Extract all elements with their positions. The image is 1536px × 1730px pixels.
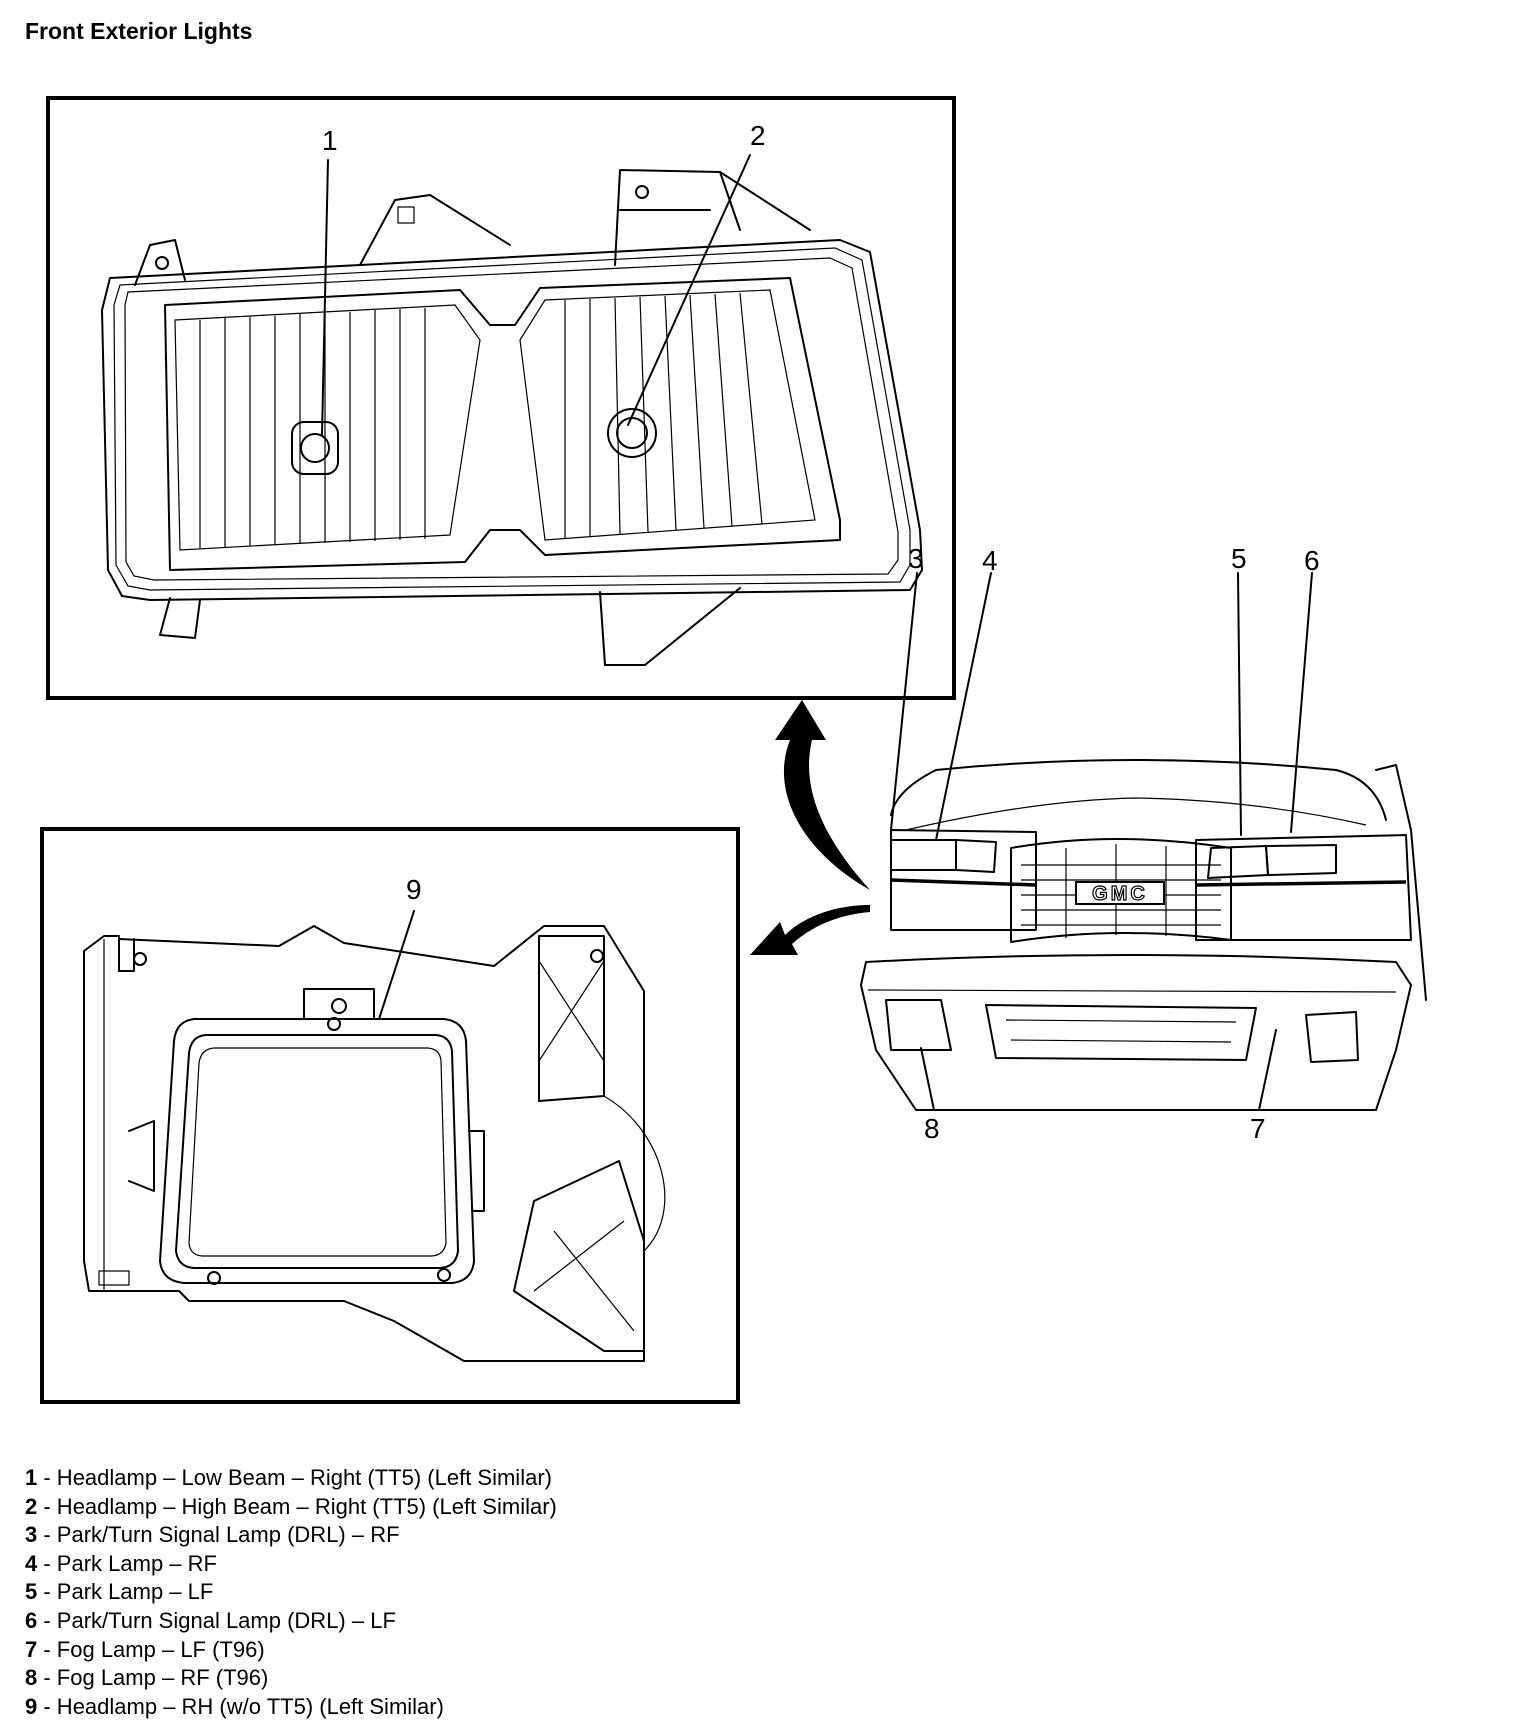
callout-7: 7: [1250, 1113, 1266, 1144]
ring-screw-bottom-right: [437, 1268, 451, 1282]
side-brace-x-lower: [533, 1220, 635, 1332]
housing-outer: [101, 239, 923, 601]
legend-item-8: 8 - Fog Lamp – RF (T96): [25, 1665, 269, 1691]
callout-2: 2: [750, 120, 766, 151]
single-headlamp-drawing: 9: [83, 874, 666, 1362]
grille-badge: GMC: [1092, 883, 1148, 905]
single-mount-left: [118, 938, 135, 972]
low-beam-reflector: [174, 304, 481, 551]
park-lamp-lf: [1207, 845, 1269, 879]
fender-right-edge: [1375, 764, 1427, 1001]
leader-1: [321, 159, 329, 436]
dual-headlamp-drawing: 1 2: [101, 120, 923, 666]
fog-lamp-rf: [885, 999, 952, 1051]
hood-crease: [905, 797, 1367, 831]
park-turn-lamp-rf: [890, 839, 957, 871]
arrow-up-icon: [775, 700, 870, 890]
grille-badge-plate: [1075, 881, 1165, 905]
single-housing-outer: [83, 925, 645, 1362]
park-turn-lamp-lf: [1265, 844, 1337, 876]
headlamp-ring-outer: [159, 1018, 475, 1284]
grille-outer: [1010, 838, 1232, 943]
mount-hole-right: [635, 185, 649, 199]
single-headlamp-panel: 9: [40, 827, 740, 1404]
legend-item-7: 7 - Fog Lamp – LF (T96): [25, 1636, 265, 1662]
callout-4: 4: [982, 545, 998, 576]
mount-tab-center: [359, 194, 511, 266]
fog-lamp-lf: [1305, 1011, 1359, 1063]
side-clip-right: [468, 1130, 485, 1212]
legend-item-1: 1 - Headlamp – Low Beam – Right (TT5) (L…: [25, 1465, 552, 1490]
bumper-line: [867, 989, 1397, 993]
side-brace-lower: [513, 1160, 645, 1352]
high-beam-bulb-socket: [607, 408, 657, 458]
truck-front-drawing: GMC 3 4 5 6 7 8: [860, 543, 1427, 1144]
legend-item-5: 5 - Park Lamp – LF: [25, 1579, 214, 1605]
side-brace-curve: [603, 1095, 666, 1252]
mount-hole-left: [155, 256, 169, 270]
left-headlamp-area: [890, 829, 1037, 931]
lower-grille: [985, 1004, 1257, 1061]
bumper-strip-left: [890, 878, 1037, 887]
leader-9: [378, 910, 415, 1020]
dual-headlamp-panel: 1 2: [46, 96, 956, 700]
headlamp-ring-inner: [175, 1034, 459, 1269]
low-beam-bulb: [300, 433, 330, 463]
arrows-drawing: [750, 700, 870, 955]
legend-item-6: 6 - Park/Turn Signal Lamp (DRL) – LF: [25, 1607, 396, 1633]
legend-item-9: 9 - Headlamp – RH (w/o TT5) (Left Simila…: [25, 1693, 444, 1719]
callout-6: 6: [1304, 545, 1320, 576]
reflector-bezel: [164, 277, 841, 571]
leader-4: [935, 572, 992, 841]
leader-8: [920, 1047, 935, 1111]
top-adjuster: [331, 998, 347, 1014]
bumper-strip-right: [1195, 880, 1407, 887]
mount-tab-right: [614, 169, 811, 266]
single-mount-hole-right: [590, 949, 604, 963]
side-clip-left: [128, 1120, 155, 1192]
single-mount-hole-left: [133, 952, 147, 966]
housing-inner-rim: [113, 247, 911, 591]
legend-item-2: 2 - Headlamp – High Beam – Right (TT5) (…: [25, 1493, 557, 1519]
high-beam-bulb: [616, 417, 648, 449]
leader-7: [1258, 1029, 1277, 1111]
mount-clip-center: [397, 206, 415, 224]
housing-lens-edge: [124, 257, 899, 581]
ring-screw-bottom-left: [207, 1271, 221, 1285]
lower-grille-bars: [1005, 1019, 1237, 1043]
side-brace-x: [538, 960, 605, 1062]
low-beam-bulb-socket: [291, 421, 339, 475]
diagram-title: Front Exterior Lights: [25, 18, 253, 44]
lower-tab-left: [159, 597, 201, 639]
high-beam-reflector: [519, 289, 816, 541]
legend: 1 - Headlamp – Low Beam – Right (TT5) (L…: [25, 1464, 557, 1721]
callout-3: 3: [908, 543, 924, 574]
leader-3: [890, 572, 918, 831]
callout-1: 1: [322, 125, 338, 156]
park-lamp-rf: [955, 839, 997, 873]
callout-9: 9: [406, 874, 422, 905]
leader-6: [1290, 572, 1313, 833]
legend-item-3: 3 - Park/Turn Signal Lamp (DRL) – RF: [25, 1522, 400, 1548]
grille-bars: [1021, 844, 1221, 938]
leader-5: [1237, 572, 1242, 836]
callout-8: 8: [924, 1113, 940, 1144]
hood: [890, 759, 1387, 821]
bottom-slot: [98, 1270, 130, 1286]
leader-2: [627, 154, 751, 426]
lower-tab-right: [599, 587, 741, 666]
arrow-down-icon: [750, 905, 870, 955]
callout-5: 5: [1231, 543, 1247, 574]
legend-item-4: 4 - Park Lamp – RF: [25, 1550, 217, 1576]
right-headlamp-area: [1195, 834, 1412, 941]
headlamp-lens: [188, 1047, 447, 1257]
mount-tab-right-ribs: [619, 171, 741, 231]
front-bumper: [860, 954, 1412, 1111]
top-adjuster-tab: [303, 988, 375, 1020]
mount-tab-left: [134, 239, 186, 286]
reflector-ribs: [199, 292, 763, 548]
